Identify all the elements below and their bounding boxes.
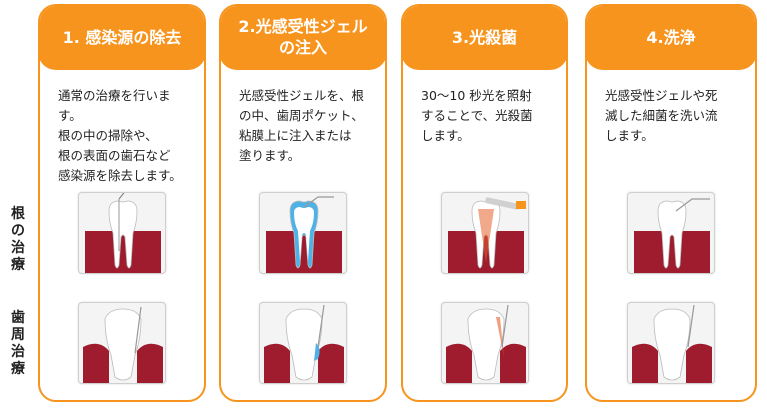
step-card-2: 2.光感受性ジェル の注入 光感受性ジェルを、根 の中、歯周ポケット、 粘膜上に… [219,4,387,402]
step-card-3: 3.光殺菌 30～10 秒光を照射 することで、光殺菌 します。 [401,4,568,402]
step-title-1: 1. 感染源の除去 [40,6,204,70]
root-canal-illustration-1 [78,192,166,274]
root-canal-illustration-4 [627,192,715,274]
root-treatment-label: 根の治療 [11,206,25,273]
periodontal-illustration-4 [627,302,715,384]
step-card-4: 4.洗浄 光感受性ジェルや死 滅した細菌を洗い流 します。 [585,4,757,402]
periodontal-treatment-label: 歯周治療 [11,310,25,377]
periodontal-illustration-2 [259,302,347,384]
step-description-2: 光感受性ジェルを、根 の中、歯周ポケット、 粘膜上に注入または 塗ります。 [239,88,365,163]
step-card-1: 1. 感染源の除去 通常の治療を行います。 根の中の掃除や、 根の表面の歯石など… [38,4,206,402]
root-canal-illustration-3 [440,192,529,274]
step-title-4: 4.洗浄 [587,6,755,70]
root-canal-illustration-2 [259,192,347,274]
periodontal-illustration-1 [78,302,166,384]
step-description-1: 通常の治療を行います。 根の中の掃除や、 根の表面の歯石など 感染源を除去します… [58,88,182,183]
step-description-3: 30～10 秒光を照射 することで、光殺菌 します。 [421,88,533,143]
periodontal-illustration-3 [440,302,529,384]
step-title-3: 3.光殺菌 [403,6,566,70]
step-description-4: 光感受性ジェルや死 滅した細菌を洗い流 します。 [605,88,718,143]
step-title-2: 2.光感受性ジェル の注入 [221,6,385,70]
